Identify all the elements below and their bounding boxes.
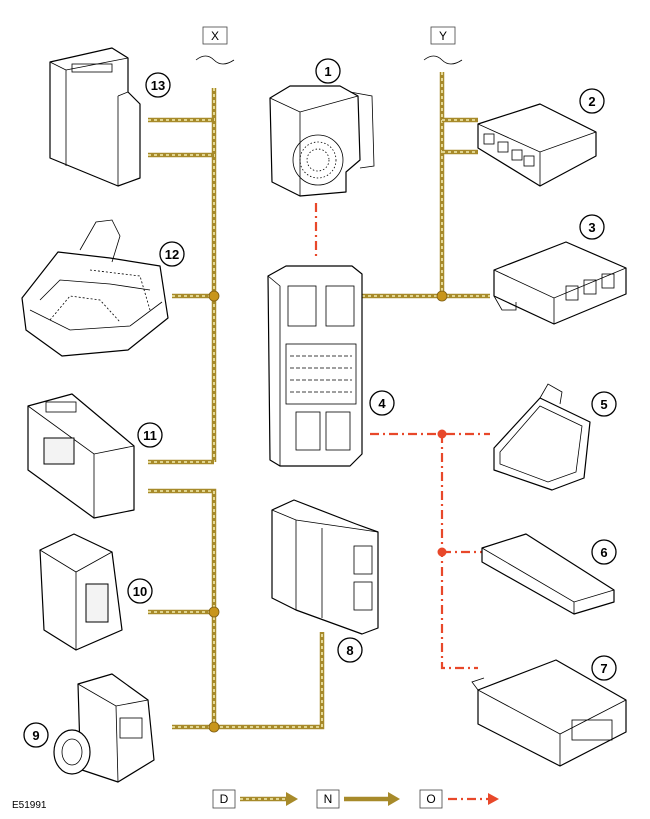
callout-9: 9 [23,722,49,748]
callout-4-text: 4 [378,396,386,411]
legend-key-n: N [324,792,333,806]
figure-id: E51991 [12,800,47,811]
component-13-drawing [49,47,141,187]
component-4-drawing [267,265,363,467]
bus-d-wires [148,72,490,730]
arrow-icon [488,793,499,805]
legend-item-d: D [212,789,298,809]
bus-y-break [423,55,463,65]
legend: D N O [212,789,499,809]
component-12-drawing [21,219,169,357]
callout-13-text: 13 [151,78,165,93]
callout-6-text: 6 [600,545,607,560]
bus-x-break [195,55,235,65]
legend-item-o: O [419,789,499,809]
component-2-drawing [477,103,597,187]
junction-node [208,606,220,618]
bus-x-label: X [202,26,228,45]
junction-node [208,290,220,302]
component-9-drawing [53,673,155,783]
callout-7: 7 [591,655,617,681]
callout-8: 8 [337,637,363,663]
callout-2-text: 2 [588,94,595,109]
callout-13: 13 [145,72,171,98]
bus-y-label: Y [430,26,456,45]
component-6-drawing [481,533,615,615]
junction-node [437,547,447,557]
arrow-icon [286,792,298,806]
callout-4: 4 [369,390,395,416]
component-1-drawing [269,85,375,197]
callout-12: 12 [159,241,185,267]
callout-9-text: 9 [32,728,39,743]
junction-node [436,290,448,302]
component-8-drawing [271,499,379,635]
arrow-icon [388,792,400,806]
bus-x-label-text: X [211,29,219,43]
callout-7-text: 7 [600,661,607,676]
callout-12-text: 12 [165,247,179,262]
component-10-drawing [39,533,123,651]
junction-node [437,429,447,439]
callout-10: 10 [127,578,153,604]
callout-3: 3 [579,214,605,240]
callout-1-text: 1 [324,64,331,79]
component-3-drawing [493,241,627,325]
legend-item-n: N [316,789,400,809]
callout-5: 5 [591,391,617,417]
callout-5-text: 5 [600,397,607,412]
callout-11-text: 11 [143,428,157,443]
junction-node [208,721,220,733]
legend-key-d: D [220,792,229,806]
bus-y-label-text: Y [439,29,447,43]
callout-2: 2 [579,88,605,114]
component-5-drawing [493,383,591,491]
callout-10-text: 10 [133,584,147,599]
callout-11: 11 [137,422,163,448]
callout-6: 6 [591,539,617,565]
callout-3-text: 3 [588,220,595,235]
component-11-drawing [27,393,135,519]
legend-key-o: O [426,792,435,806]
component-7-drawing [471,659,627,767]
callout-8-text: 8 [346,643,353,658]
bus-o-wires [314,203,490,670]
callout-1: 1 [315,58,341,84]
